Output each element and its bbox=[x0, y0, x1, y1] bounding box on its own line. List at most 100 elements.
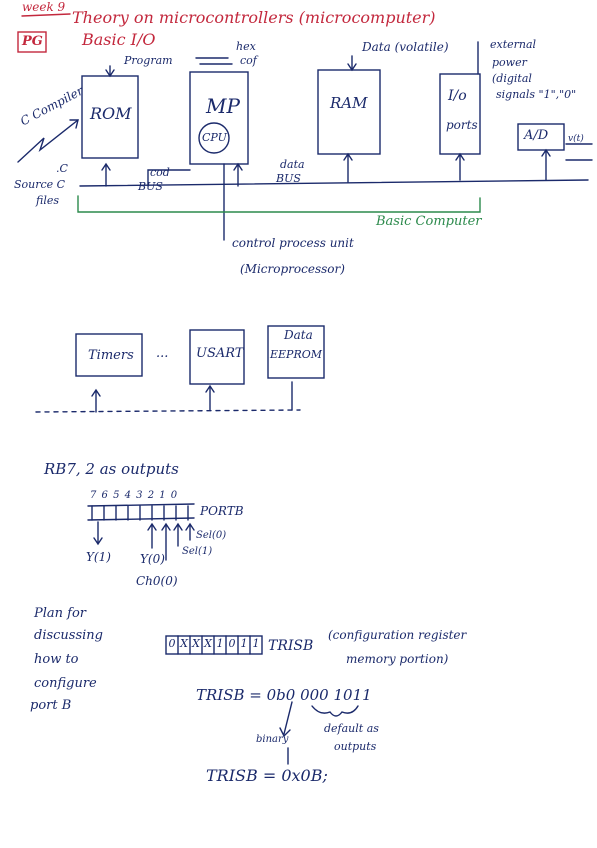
trisb-cell-6: X bbox=[180, 637, 188, 650]
external-label-3: (digital bbox=[492, 72, 532, 85]
trisb-cell-5: X bbox=[192, 637, 200, 650]
rom-label: ROM bbox=[90, 104, 132, 123]
data-bus-label-2: BUS bbox=[276, 172, 301, 185]
portb-top bbox=[87, 503, 195, 507]
ad-bus-arrow bbox=[541, 148, 551, 181]
compiler-arrowhead bbox=[69, 119, 79, 129]
ellipsis-label: ... bbox=[156, 346, 169, 361]
sel1-label: Sel(1) bbox=[182, 546, 213, 557]
default-note-1: default as bbox=[324, 722, 379, 735]
vct-lines bbox=[565, 143, 593, 161]
basic-computer-bracket bbox=[77, 195, 481, 213]
vct-label: v(t) bbox=[568, 134, 584, 144]
cod-bus-label-2: BUS bbox=[138, 180, 163, 193]
plan-line-5: port B bbox=[30, 698, 72, 713]
cof-label: cof bbox=[240, 54, 257, 67]
eeprom-box bbox=[267, 325, 325, 379]
rom-mp-link bbox=[147, 169, 191, 187]
cpu-label: CPU bbox=[202, 131, 227, 144]
dot-c-label: .C bbox=[56, 162, 68, 175]
trisb-binary-assign: TRISB = 0b0 000 1011 bbox=[196, 686, 372, 704]
week-underline bbox=[21, 13, 71, 17]
bus-line bbox=[79, 179, 589, 187]
ram-label: RAM bbox=[330, 94, 368, 112]
sel1-arrow bbox=[173, 522, 183, 547]
data-arrowhead bbox=[347, 63, 357, 72]
hex-label: hex bbox=[236, 40, 256, 53]
external-label-2: power bbox=[492, 56, 527, 69]
trisb-cell-0: 1 bbox=[252, 637, 260, 650]
io-box bbox=[439, 73, 481, 155]
binary-pointer-head bbox=[279, 727, 291, 738]
usart-arrow bbox=[205, 384, 215, 411]
sel0-label: Sel(0) bbox=[196, 530, 227, 541]
cod-bus-label-1: cod bbox=[150, 166, 170, 179]
y1-arrow bbox=[93, 521, 103, 546]
binary-note: binary bbox=[256, 734, 289, 745]
plan-line-3: how to bbox=[34, 652, 79, 667]
y0-label: Y(0) bbox=[140, 552, 165, 566]
eeprom-label-1: Data bbox=[284, 328, 313, 342]
portb-bit-numbers: 7 6 5 4 3 2 1 0 bbox=[90, 490, 179, 501]
io-bus-arrow bbox=[455, 152, 465, 181]
timers-box bbox=[75, 333, 143, 377]
default-brace bbox=[311, 705, 359, 717]
ch0-label: Ch0(0) bbox=[136, 574, 178, 588]
trisb-cell-2: 0 bbox=[228, 637, 236, 650]
ram-bus-arrow bbox=[343, 152, 353, 183]
ram-box bbox=[317, 69, 381, 155]
external-label-1: external bbox=[490, 38, 537, 51]
cpu-circle bbox=[198, 122, 230, 154]
plan-line-1: Plan for bbox=[34, 606, 87, 621]
basic-computer-label: Basic Computer bbox=[376, 214, 482, 229]
io-label: I/o bbox=[448, 88, 467, 104]
bus2-line bbox=[35, 409, 301, 413]
usart-label: USART bbox=[196, 346, 244, 361]
portb-bit-dividers bbox=[91, 505, 189, 521]
trisb-label: TRISB bbox=[268, 638, 314, 654]
default-note-2: outputs bbox=[334, 740, 377, 753]
timers-arrow bbox=[91, 388, 101, 413]
ad-box bbox=[517, 123, 565, 151]
control-unit-label-2: (Microprocessor) bbox=[240, 262, 345, 276]
pg-tag: PG bbox=[22, 34, 43, 49]
mp-label: MP bbox=[206, 94, 240, 118]
data-volatile-label: Data (volatile) bbox=[362, 40, 449, 54]
ad-label: A/D bbox=[524, 128, 549, 143]
mp-bus-arrow bbox=[233, 162, 243, 187]
mp-box bbox=[189, 71, 249, 165]
page-subtitle: Basic I/O bbox=[82, 30, 156, 49]
trisb-note-1: (configuration register bbox=[328, 628, 467, 642]
data-bus-label-1: data bbox=[280, 158, 305, 171]
trisb-cells: 0 X X X 1 0 1 1 bbox=[166, 637, 262, 653]
program-label: Program bbox=[124, 54, 173, 67]
trisb-dividers bbox=[177, 635, 251, 655]
hex-cof-lines bbox=[195, 57, 233, 65]
y0-arrow bbox=[147, 522, 157, 549]
trisb-hex-assign: TRISB = 0x0B; bbox=[206, 766, 328, 785]
binary-pointer bbox=[283, 701, 293, 735]
week-label: week 9 bbox=[22, 0, 66, 14]
trisb-note-2: memory portion) bbox=[346, 652, 449, 666]
program-arrowhead bbox=[105, 69, 115, 78]
plan-line-2: discussing bbox=[34, 628, 103, 643]
trisb-cell-7: 0 bbox=[168, 637, 176, 650]
trisb-cell-3: 1 bbox=[216, 637, 224, 650]
compiler-arrow bbox=[17, 119, 79, 163]
trisb-cell-4: X bbox=[204, 637, 212, 650]
portb-heading: RB7, 2 as outputs bbox=[44, 460, 179, 478]
timers-label: Timers bbox=[88, 348, 134, 363]
page-title: Theory on microcontrollers (microcompute… bbox=[72, 8, 436, 27]
y1-label: Y(1) bbox=[86, 550, 111, 564]
plan-line-4: configure bbox=[34, 676, 97, 691]
ports-label: ports bbox=[446, 118, 478, 132]
pg-tag-box bbox=[17, 31, 47, 53]
portb-label: PORTB bbox=[200, 504, 244, 518]
external-label-4: signals "1","0" bbox=[496, 88, 577, 101]
sel0-arrow bbox=[185, 522, 195, 541]
ch0-arrow bbox=[161, 522, 171, 561]
usart-box bbox=[189, 329, 245, 385]
source-c-label: Source C bbox=[14, 178, 66, 191]
